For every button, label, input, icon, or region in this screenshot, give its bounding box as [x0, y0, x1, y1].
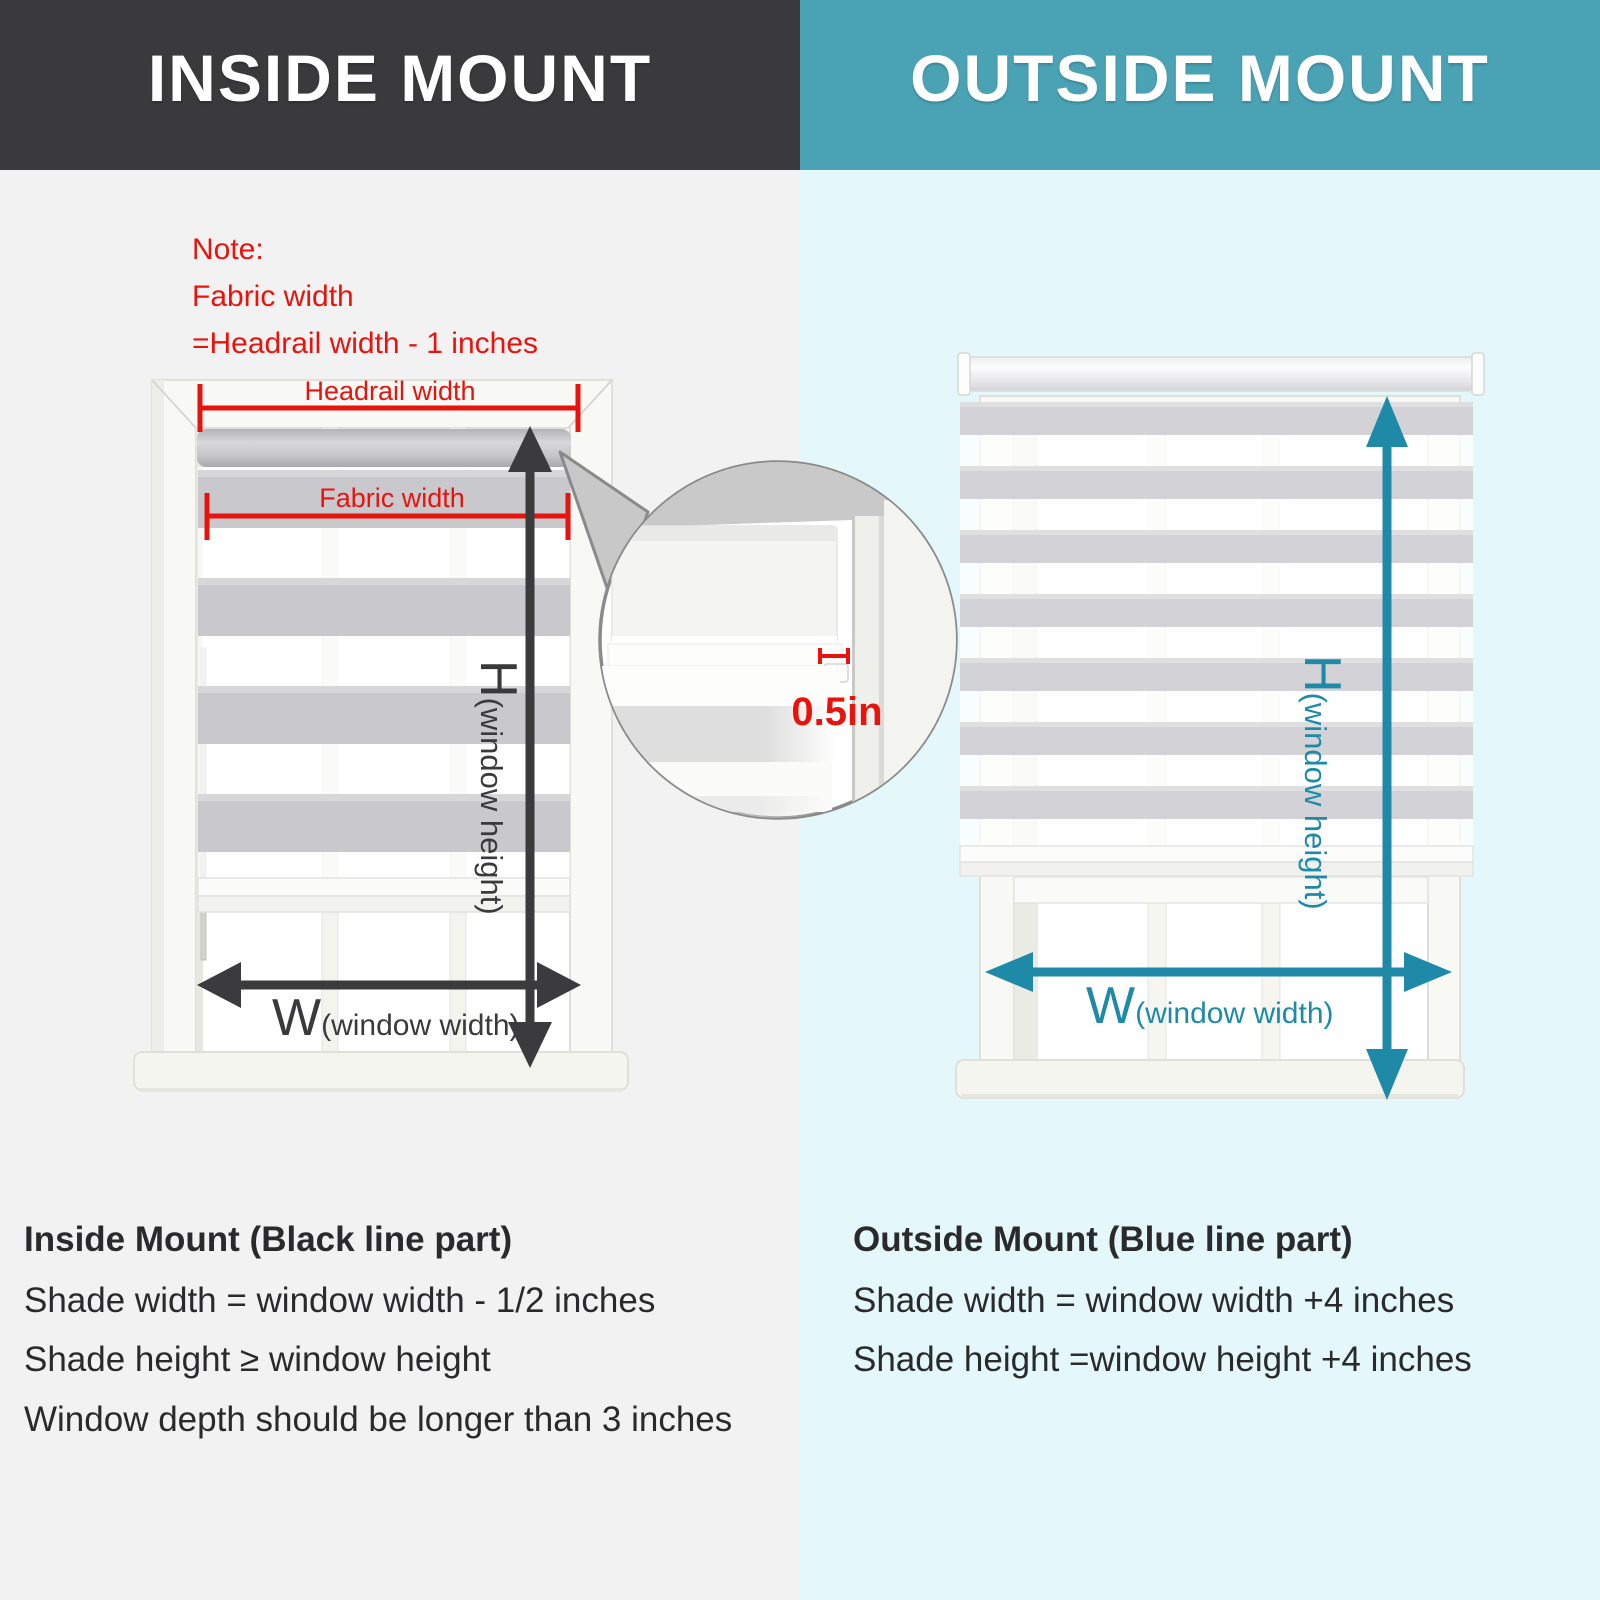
height-symbol: H — [1293, 655, 1351, 693]
inside-caption-line: Shade width = window width - 1/2 inches — [24, 1281, 656, 1320]
note-line: Note: — [192, 233, 264, 266]
inside-caption-title: Inside Mount (Black line part) — [24, 1220, 513, 1259]
width-caption: (window width) — [321, 1009, 520, 1042]
width-symbol: W — [272, 989, 322, 1047]
gap-size-label: 0.5in — [791, 690, 883, 734]
outside-width-label: W(window width) — [1086, 976, 1334, 1036]
fabric-width-label: Fabric width — [319, 483, 465, 513]
outside-height-label: H(window height) — [1292, 655, 1352, 910]
height-caption: (window height) — [474, 697, 509, 915]
headrail-width-label: Headrail width — [304, 376, 476, 406]
outside-caption-title: Outside Mount (Blue line part) — [853, 1220, 1353, 1259]
outside-mount-header: OUTSIDE MOUNT — [800, 0, 1600, 170]
inside-width-label: W(window width) — [272, 988, 520, 1048]
note-line: =Headrail width - 1 inches — [192, 327, 539, 360]
inside-mount-title: INSIDE MOUNT — [147, 41, 653, 115]
width-symbol: W — [1086, 977, 1136, 1035]
inside-caption-line: Window depth should be longer than 3 inc… — [24, 1400, 733, 1439]
height-symbol: H — [469, 660, 527, 698]
height-caption: (window height) — [1298, 692, 1333, 910]
outside-panel-background — [800, 170, 1600, 1600]
inside-note: Note: Fabric width =Headrail width - 1 i… — [192, 226, 538, 367]
outside-caption-line: Shade height =window height +4 inches — [853, 1340, 1472, 1379]
inside-height-label: H(window height) — [468, 660, 528, 915]
note-line: Fabric width — [192, 280, 354, 313]
outside-caption-line: Shade width = window width +4 inches — [853, 1281, 1455, 1320]
inside-mount-header: INSIDE MOUNT — [0, 0, 800, 170]
width-caption: (window width) — [1135, 997, 1334, 1030]
inside-caption-line: Shade height ≥ window height — [24, 1340, 491, 1379]
outside-mount-title: OUTSIDE MOUNT — [910, 41, 1490, 115]
